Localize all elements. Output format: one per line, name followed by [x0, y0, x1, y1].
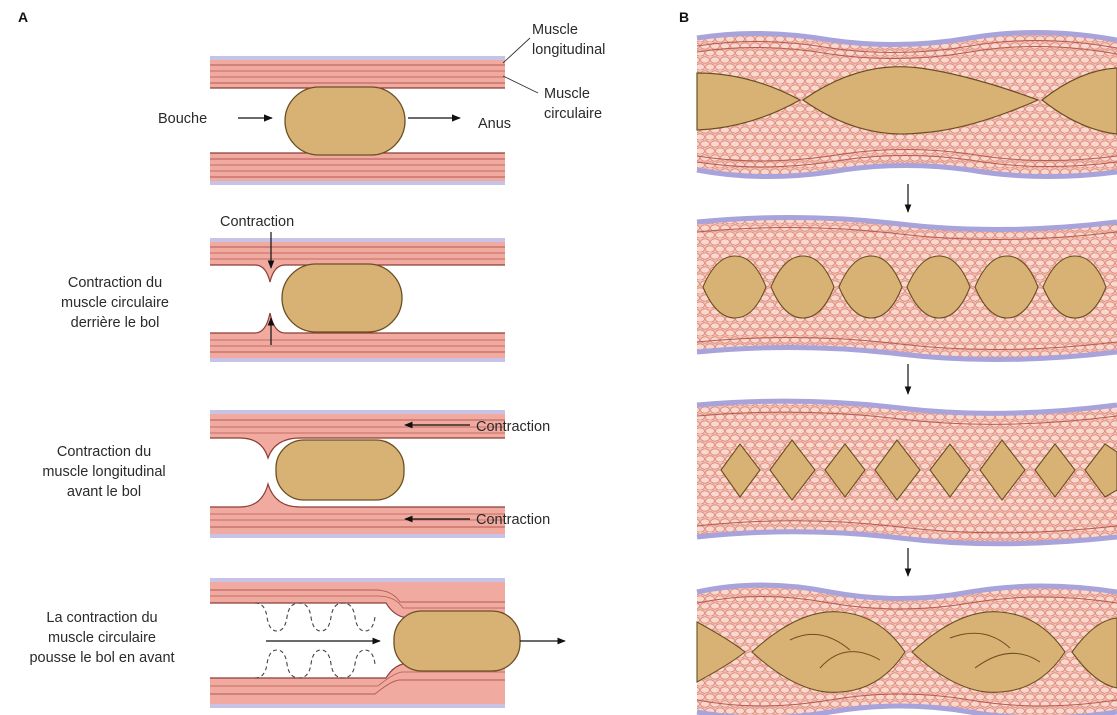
- label-mouth: Bouche: [158, 111, 207, 127]
- circular-pointer: [503, 76, 538, 93]
- panel-b: B: [679, 9, 1117, 715]
- label-circular-1: Muscle: [544, 86, 590, 102]
- step4-caption-2: muscle circulaire: [48, 630, 156, 646]
- b4-segment: [697, 585, 1117, 715]
- step3-label-bottom: Contraction: [476, 512, 550, 528]
- step3-label-top: Contraction: [476, 419, 550, 435]
- step2-diagram: [210, 232, 505, 362]
- step4-caption-1: La contraction du: [46, 610, 157, 626]
- panel-a-letter: A: [18, 9, 28, 25]
- panel-a: A: [18, 9, 605, 708]
- step1-upper-wall: [210, 56, 505, 88]
- panel-b-letter: B: [679, 9, 689, 25]
- step4-dashed-wave-top: [255, 603, 375, 631]
- label-circular-2: circulaire: [544, 106, 602, 122]
- step3-caption-3: avant le bol: [67, 484, 141, 500]
- step3-caption-1: Contraction du: [57, 444, 151, 460]
- step1-bolus: [285, 87, 405, 155]
- step2-caption-2: muscle circulaire: [61, 295, 169, 311]
- label-longitudinal-2: longitudinal: [532, 42, 605, 58]
- step3-bolus: [276, 440, 404, 500]
- b2-segment: [697, 217, 1117, 359]
- step2-top-label: Contraction: [220, 214, 294, 230]
- b3-segment: [697, 401, 1117, 544]
- label-anus: Anus: [478, 116, 511, 132]
- step2-caption-1: Contraction du: [68, 275, 162, 291]
- label-longitudinal-1: Muscle: [532, 22, 578, 38]
- step3-caption-2: muscle longitudinal: [42, 464, 165, 480]
- step4-bolus: [394, 611, 520, 671]
- step4-dashed-wave-bottom: [255, 650, 375, 678]
- step2-caption-3: derrière le bol: [71, 315, 160, 331]
- step1-lower-wall: [210, 153, 505, 185]
- step2-bolus: [282, 264, 402, 332]
- step1-diagram: [210, 38, 538, 185]
- step4-diagram: [210, 578, 565, 708]
- longitudinal-pointer: [503, 38, 530, 63]
- step4-caption-3: pousse le bol en avant: [29, 650, 174, 666]
- b1-segment: [697, 32, 1117, 176]
- step3-diagram: [210, 410, 505, 538]
